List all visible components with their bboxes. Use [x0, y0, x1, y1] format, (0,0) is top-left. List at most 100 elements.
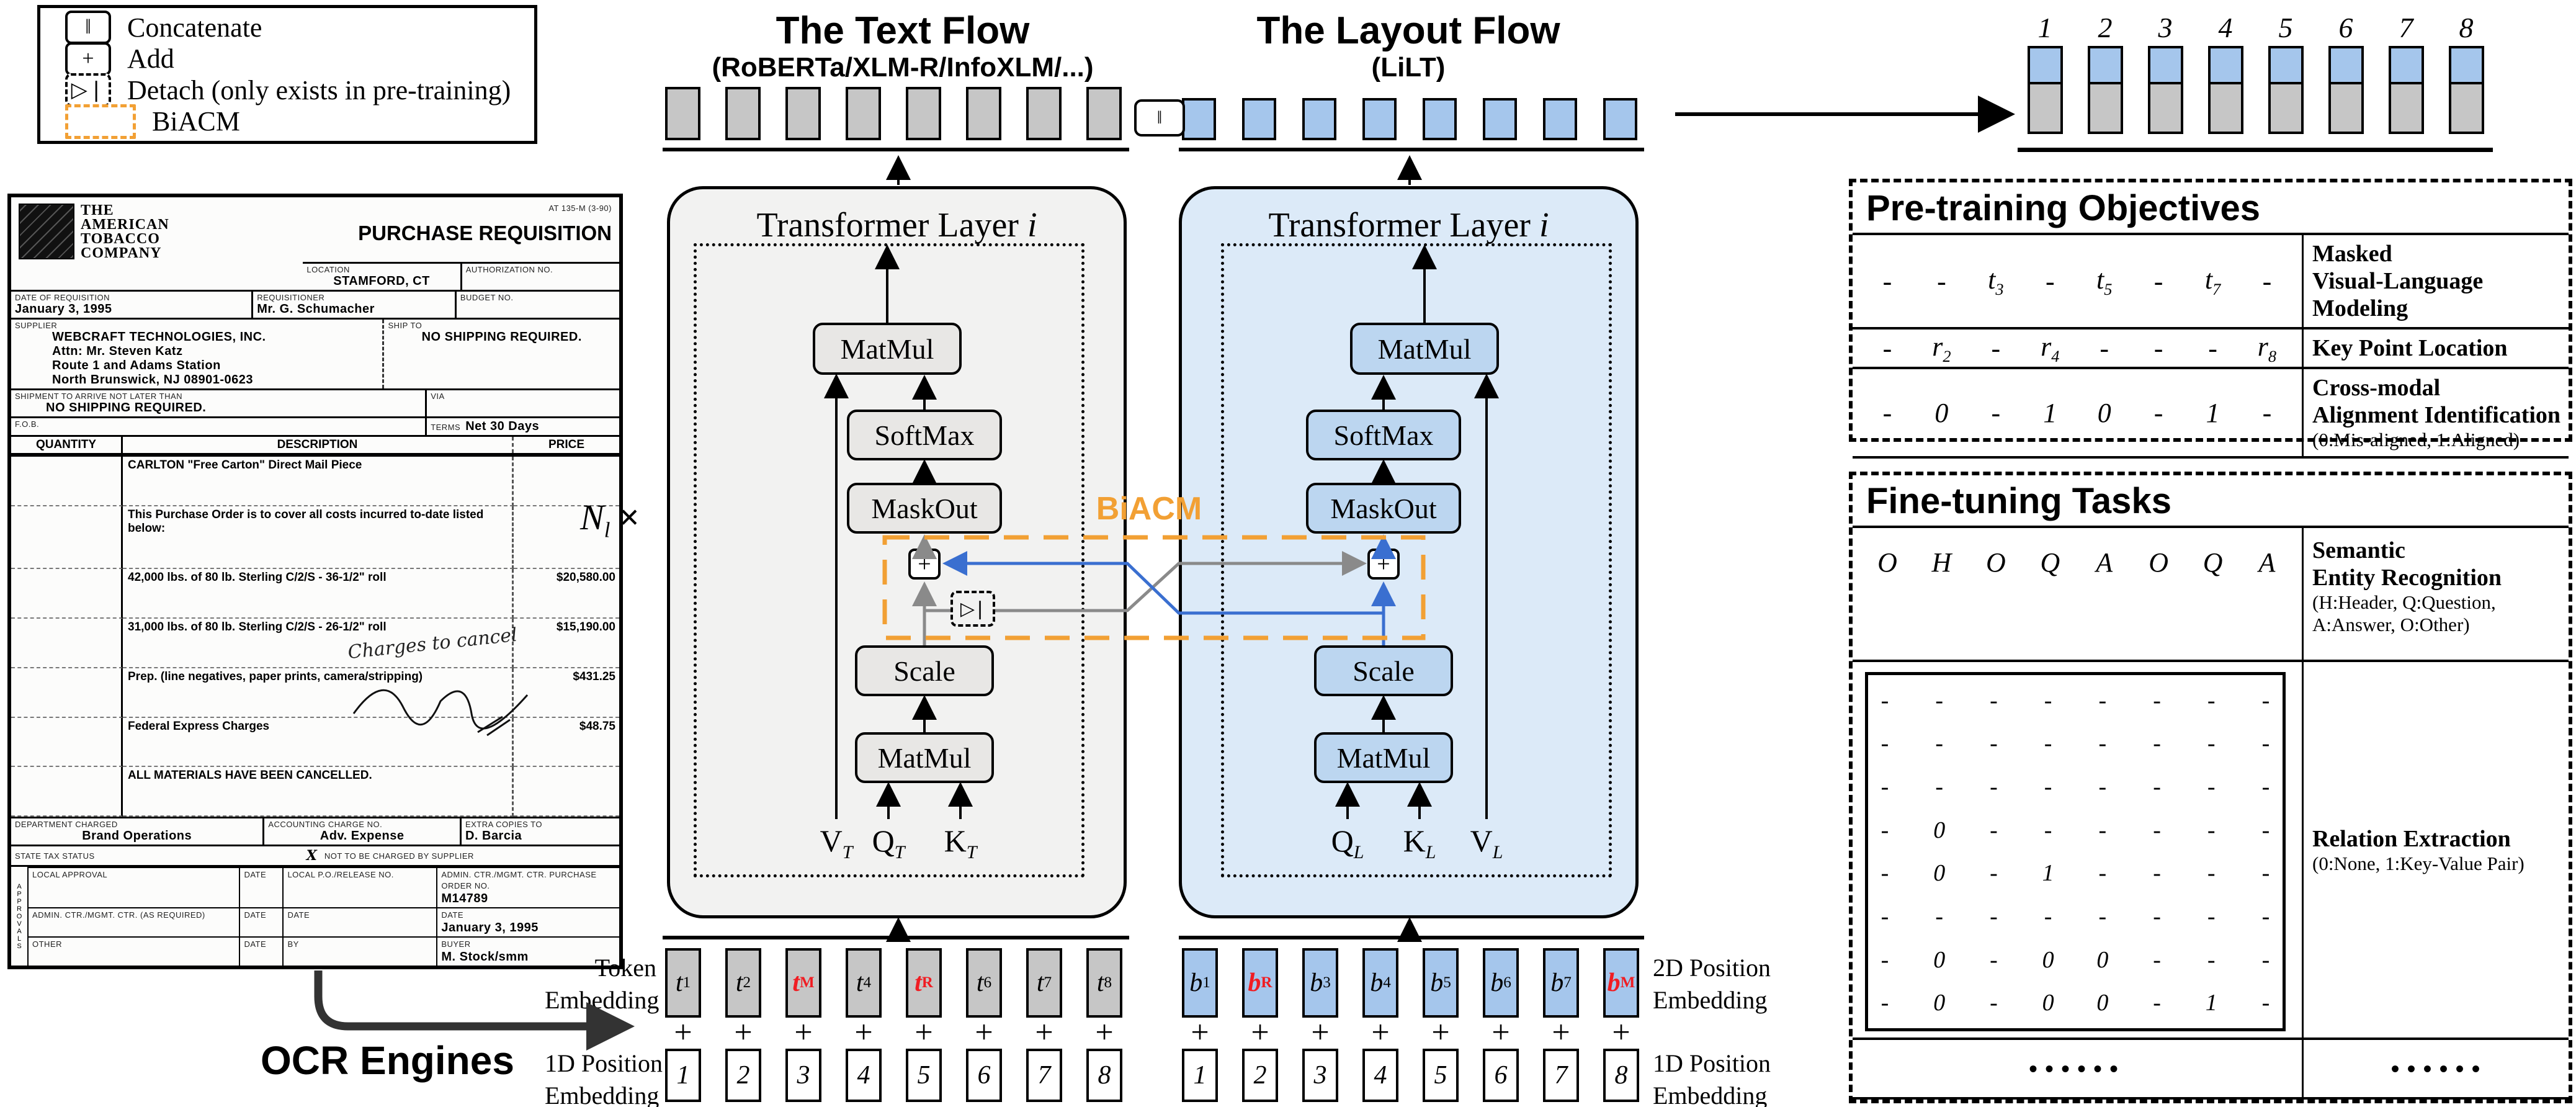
ocr-engines-label: OCR Engines: [261, 1038, 514, 1083]
pos1d-layout-cell: 4: [1362, 1049, 1398, 1102]
matrix-cell: -: [2207, 687, 2216, 714]
matrix-cell: -: [2098, 730, 2107, 757]
approvals-letter: V: [17, 920, 22, 928]
item-qty-cell: [11, 506, 123, 570]
layout-input-label: VL: [1470, 823, 1503, 863]
box-row-overline: [1179, 936, 1644, 939]
ser-value: Q: [2203, 547, 2223, 578]
pos1d-text-cell: 5: [906, 1049, 942, 1102]
matrix-cell: -: [2098, 817, 2107, 843]
company-name-line: COMPANY: [81, 245, 162, 261]
pos1d-layout-cell: 8: [1603, 1049, 1639, 1102]
text-state-rect: [906, 87, 941, 140]
handwritten-signature: [352, 689, 529, 737]
concat-icon: ‖: [65, 11, 111, 45]
text-transformer-title-text: Transformer Layer: [756, 206, 1019, 244]
matrix-cell: -: [2207, 817, 2216, 843]
item-qty-cell: [11, 717, 123, 768]
matrix-cell: -: [2261, 817, 2270, 843]
embedding-add-sign: +: [1431, 1015, 1450, 1051]
matrix-cell: -: [1990, 687, 1998, 714]
legend-box: ‖Concatenate+Add▷❘Detach (only exists in…: [37, 5, 537, 144]
matrix-cell: -: [1881, 774, 1889, 800]
item-qty-cell: [11, 668, 123, 718]
pretraining-value: t5: [2096, 264, 2113, 298]
matrix-cell: -: [2261, 946, 2270, 973]
output-bar-layout-part: [2328, 46, 2364, 84]
output-bar-index: 2: [2098, 12, 2113, 43]
text-detach-icon: ▷❘: [950, 591, 995, 627]
matrix-cell: -: [2207, 730, 2216, 757]
auth-label: AUTHORIZATION NO.: [465, 265, 553, 274]
matrix-cell: -: [2207, 903, 2216, 930]
output-bar-index: 7: [2399, 12, 2413, 43]
output-bar-index: 1: [2037, 12, 2052, 43]
pretraining-value: 0: [1934, 397, 1949, 428]
company-name-line: TOBACCO: [81, 231, 160, 247]
appr-c4: ADMIN. CTR./MGMT. CTR. PURCHASE ORDER NO…: [441, 870, 597, 905]
layout-softmax-box: SoftMax: [1306, 410, 1461, 460]
company-name-line: AMERICAN: [81, 217, 169, 233]
location-value: STAMFORD, CT: [333, 274, 430, 288]
terms-value: Net 30 Days: [465, 419, 540, 433]
relation-matrix: -------------------------0-------0-1----…: [1865, 672, 2286, 1031]
legend-item-0: ‖Concatenate: [65, 11, 534, 45]
matrix-cell: -: [2261, 860, 2270, 887]
embedding-add-sign: +: [915, 1015, 933, 1051]
via-label: VIA: [431, 392, 445, 401]
matrix-cell: -: [2098, 860, 2107, 887]
date-label: DATE OF REQUISITION: [15, 293, 110, 302]
detach-icon: ▷❘: [65, 73, 111, 107]
tax-check-label: NOT TO BE CHARGED BY SUPPLIER: [324, 851, 474, 861]
pos1d-text-cell: 8: [1086, 1049, 1122, 1102]
supplier-line: North Brunswick, NJ 08901-0623: [52, 373, 254, 387]
matrix-cell: -: [2153, 946, 2161, 973]
ser-value: O: [2149, 547, 2168, 578]
item-desc-cell: CARLTON "Free Carton" Direct Mail Piece: [123, 457, 514, 506]
pretraining-value: -: [1882, 397, 1892, 428]
requisitioner-value: Mr. G. Schumacher: [257, 302, 375, 316]
item-qty-cell: [11, 569, 123, 619]
pretraining-value: -: [1882, 333, 1892, 364]
text-state-rect: [665, 87, 700, 140]
pos1d-text-cell: 3: [785, 1049, 821, 1102]
text-input-label: VT: [820, 823, 853, 863]
embedding-add-sign: +: [1311, 1015, 1330, 1051]
supplier-line: Route 1 and Adams Station: [52, 359, 221, 372]
output-bar: [2389, 46, 2424, 134]
appr-c1: OTHER: [29, 938, 241, 966]
pretraining-value: r8: [2257, 331, 2277, 365]
supplier-label: SUPPLIER: [15, 321, 58, 330]
text-state-rect: [966, 87, 1001, 140]
text-transformer-title: Transformer Layer i: [670, 205, 1124, 245]
price-header: PRICE: [548, 438, 585, 451]
layout-flow-subtitle: (LiLT): [1371, 52, 1446, 83]
token-row-overline: [663, 936, 1129, 939]
pos1d-text-cell: 4: [846, 1049, 882, 1102]
matrix-cell: -: [2153, 860, 2161, 887]
shipto-value: NO SHIPPING REQUIRED.: [421, 330, 582, 344]
ser-sublabel-line2: A:Answer, O:Other): [2312, 614, 2470, 635]
matrix-cell: -: [2044, 687, 2052, 714]
matrix-cell: 0: [2042, 946, 2054, 973]
legend-item-label: BiACM: [152, 106, 240, 137]
re-label: Relation Extraction: [2312, 825, 2511, 852]
layout-state-rect: [1362, 98, 1397, 140]
layout-state-rect: [1302, 98, 1336, 140]
legend-item-3: BiACM: [65, 104, 534, 139]
fob-label: F.O.B.: [15, 419, 40, 429]
add-icon: +: [65, 42, 111, 76]
item-price-cell: [514, 506, 619, 570]
matrix-cell: 0: [1933, 817, 1946, 843]
output-bar: [2268, 46, 2304, 134]
